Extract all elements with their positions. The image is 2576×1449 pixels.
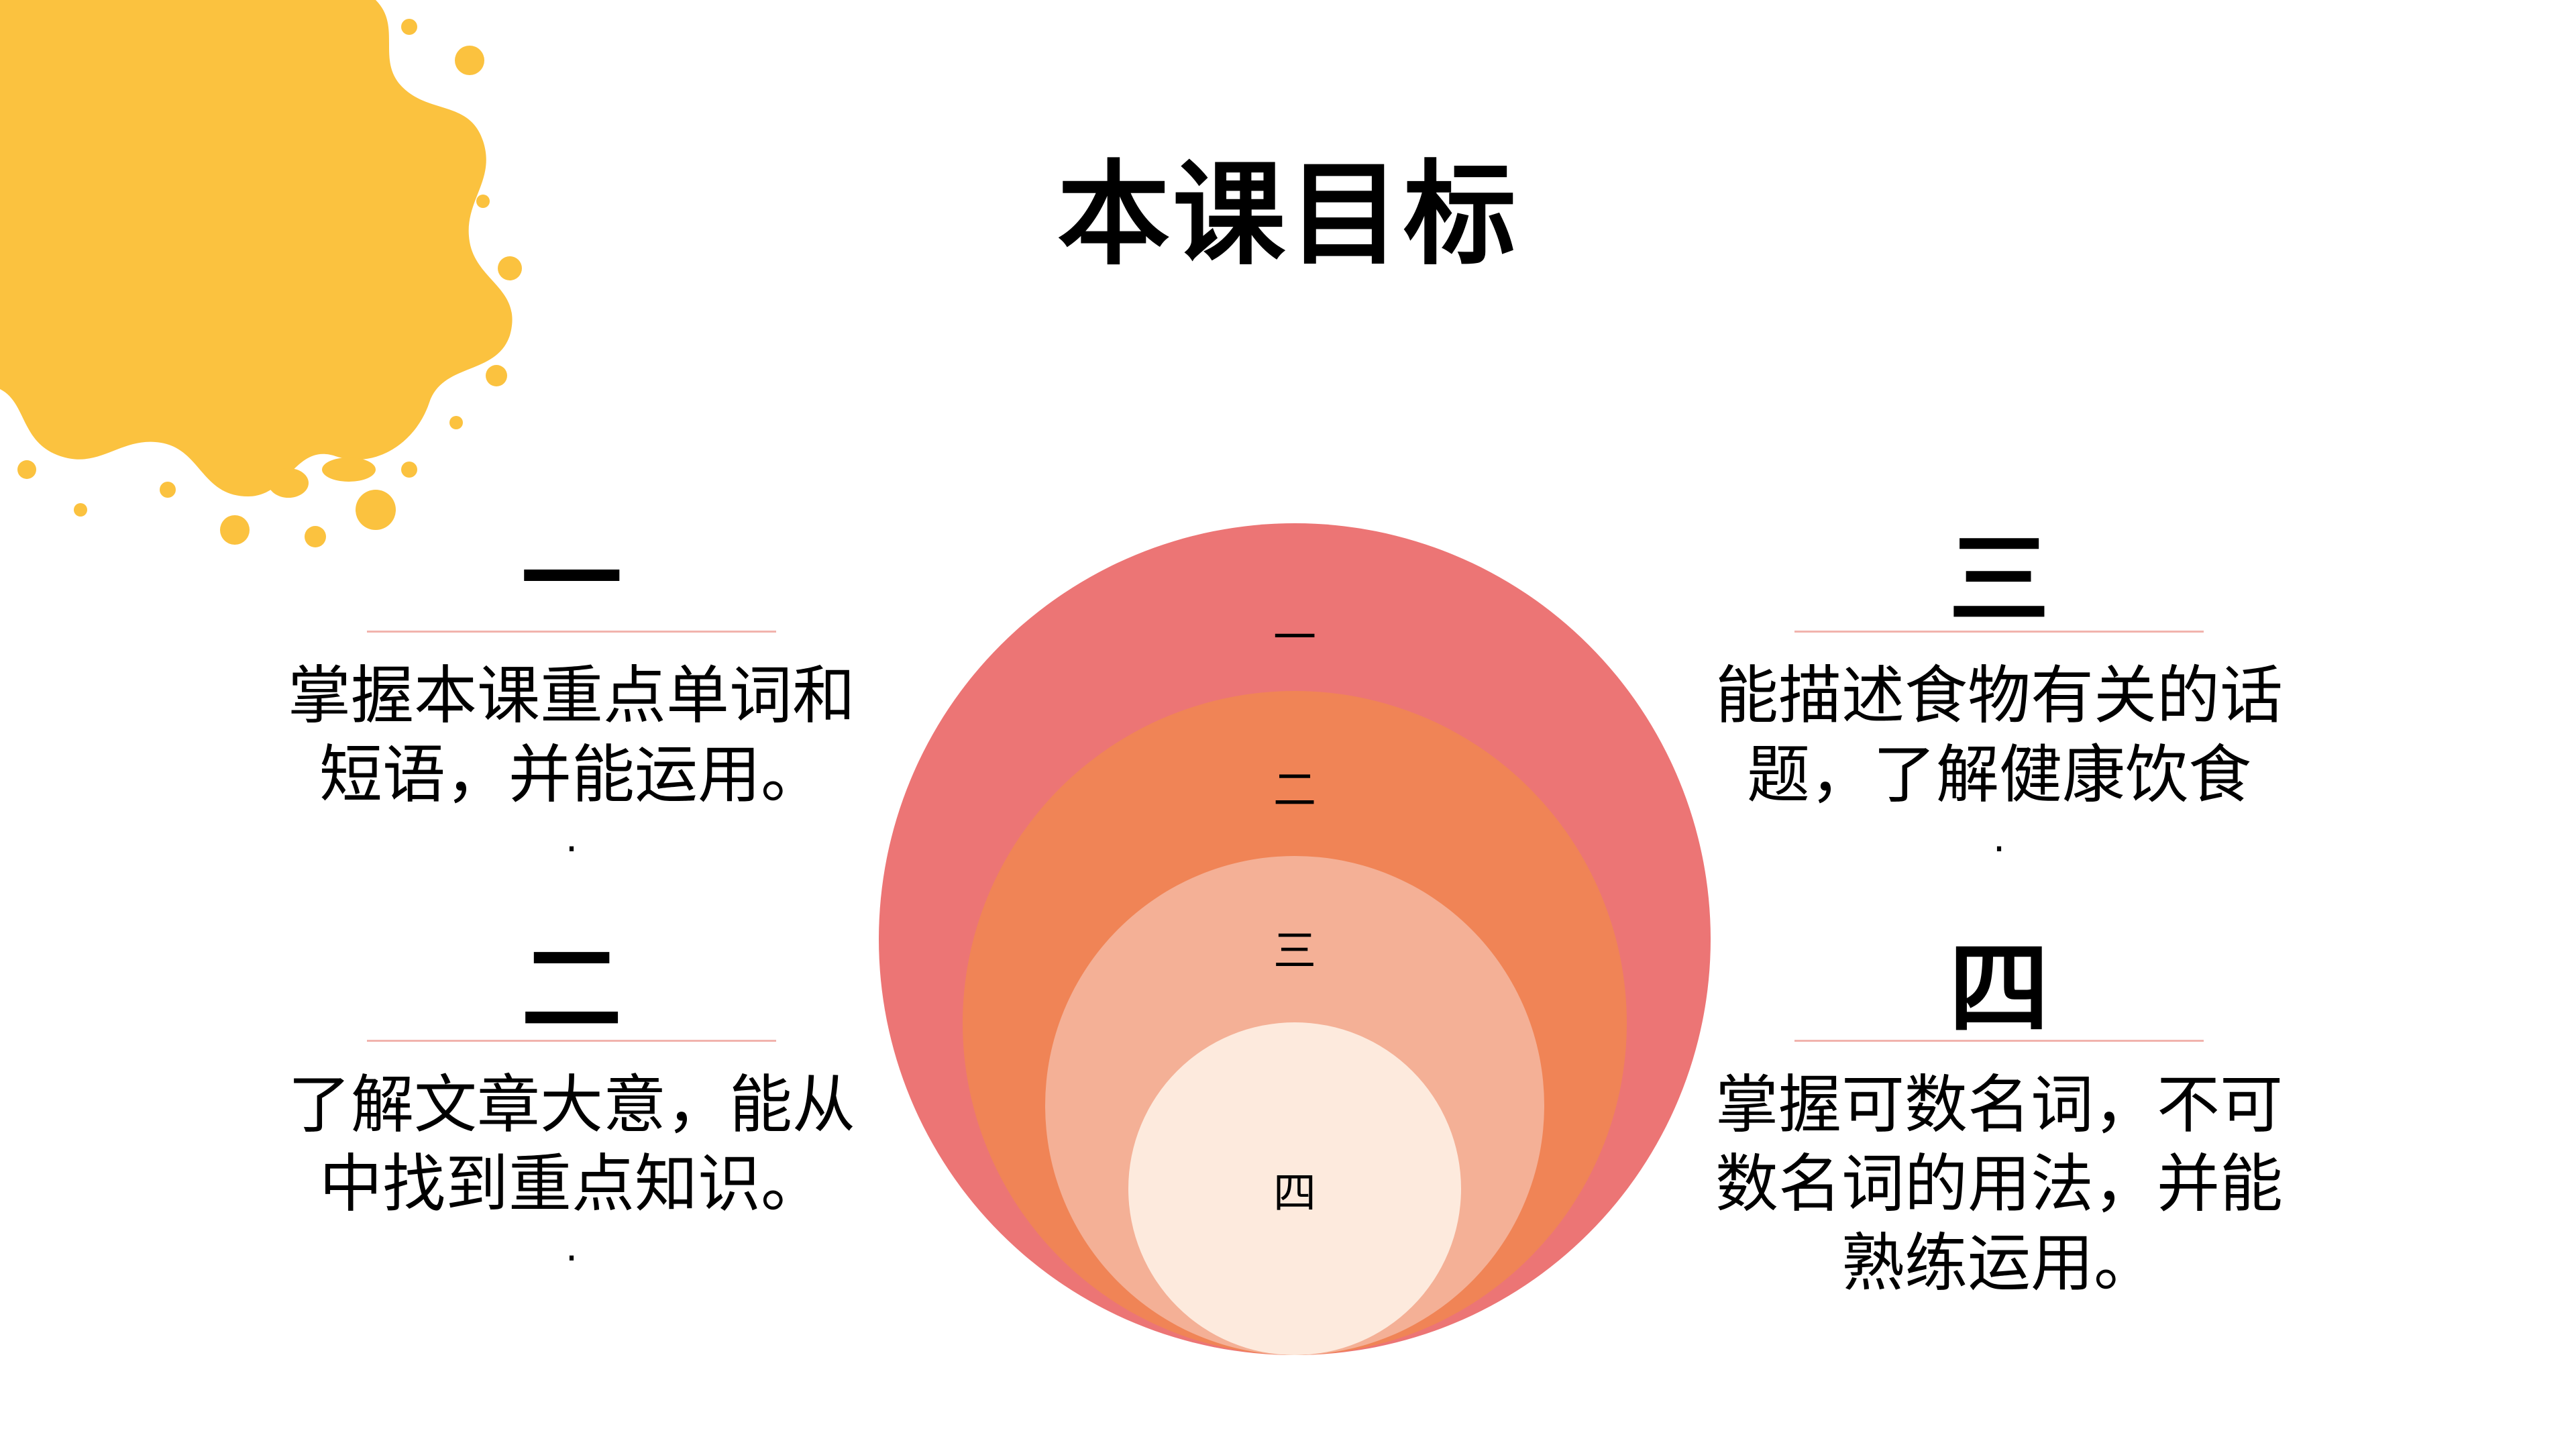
objective-number: 四 [1948,931,2049,1048]
objective-description: 掌握可数名词，不可 数名词的用法，并能 熟练运用。 [1704,1066,2294,1303]
objective-number: 三 [1948,522,2049,639]
circle-label-2: 二 [1273,766,1316,816]
objective-divider [367,631,776,633]
objective-description: 了解文章大意，能从 中找到重点知识。 [276,1066,867,1224]
nested-circles-diagram: 一 二 三 四 [879,523,1711,1355]
circle-label-4: 四 [1273,1169,1316,1219]
objective-dot: . [565,814,578,861]
objective-description: 掌握本课重点单词和 短语，并能运用。 [276,657,867,815]
objective-line: 掌握可数名词，不可 [1715,1069,2283,1142]
objective-line: 短语，并能运用。 [319,739,824,812]
objective-number: 一 [521,522,622,639]
objective-line: 能描述食物有关的话 [1715,659,2283,733]
circle-label-1: 一 [1273,614,1316,663]
objective-block-2: 二 了解文章大意，能从 中找到重点知识。 . [276,939,867,1267]
paint-splash-decoration [0,0,522,547]
objective-line: 熟练运用。 [1841,1227,2157,1300]
objective-line: 中找到重点知识。 [319,1148,824,1221]
objective-line: 掌握本课重点单词和 [287,659,855,733]
objective-block-1: 一 掌握本课重点单词和 短语，并能运用。 . [276,530,867,858]
objective-block-3: 三 能描述食物有关的话 题，了解健康饮食 . [1704,530,2294,858]
objective-line: 了解文章大意，能从 [287,1069,855,1142]
objective-block-4: 四 掌握可数名词，不可 数名词的用法，并能 熟练运用。 [1704,939,2294,1303]
page-title: 本课目标 [1057,149,1519,280]
objective-description: 能描述食物有关的话 题，了解健康饮食 [1704,657,2294,815]
objective-divider [1794,631,2204,633]
objective-dot: . [565,1224,578,1271]
objective-divider [1794,1040,2204,1042]
circle-label-3: 三 [1273,927,1316,977]
objective-line: 题，了解健康饮食 [1746,739,2251,812]
objective-number: 二 [521,931,622,1048]
objective-dot: . [1992,814,2006,861]
objective-divider [367,1040,776,1042]
circle-ring-4 [1128,1022,1461,1355]
objective-line: 数名词的用法，并能 [1715,1148,2283,1221]
